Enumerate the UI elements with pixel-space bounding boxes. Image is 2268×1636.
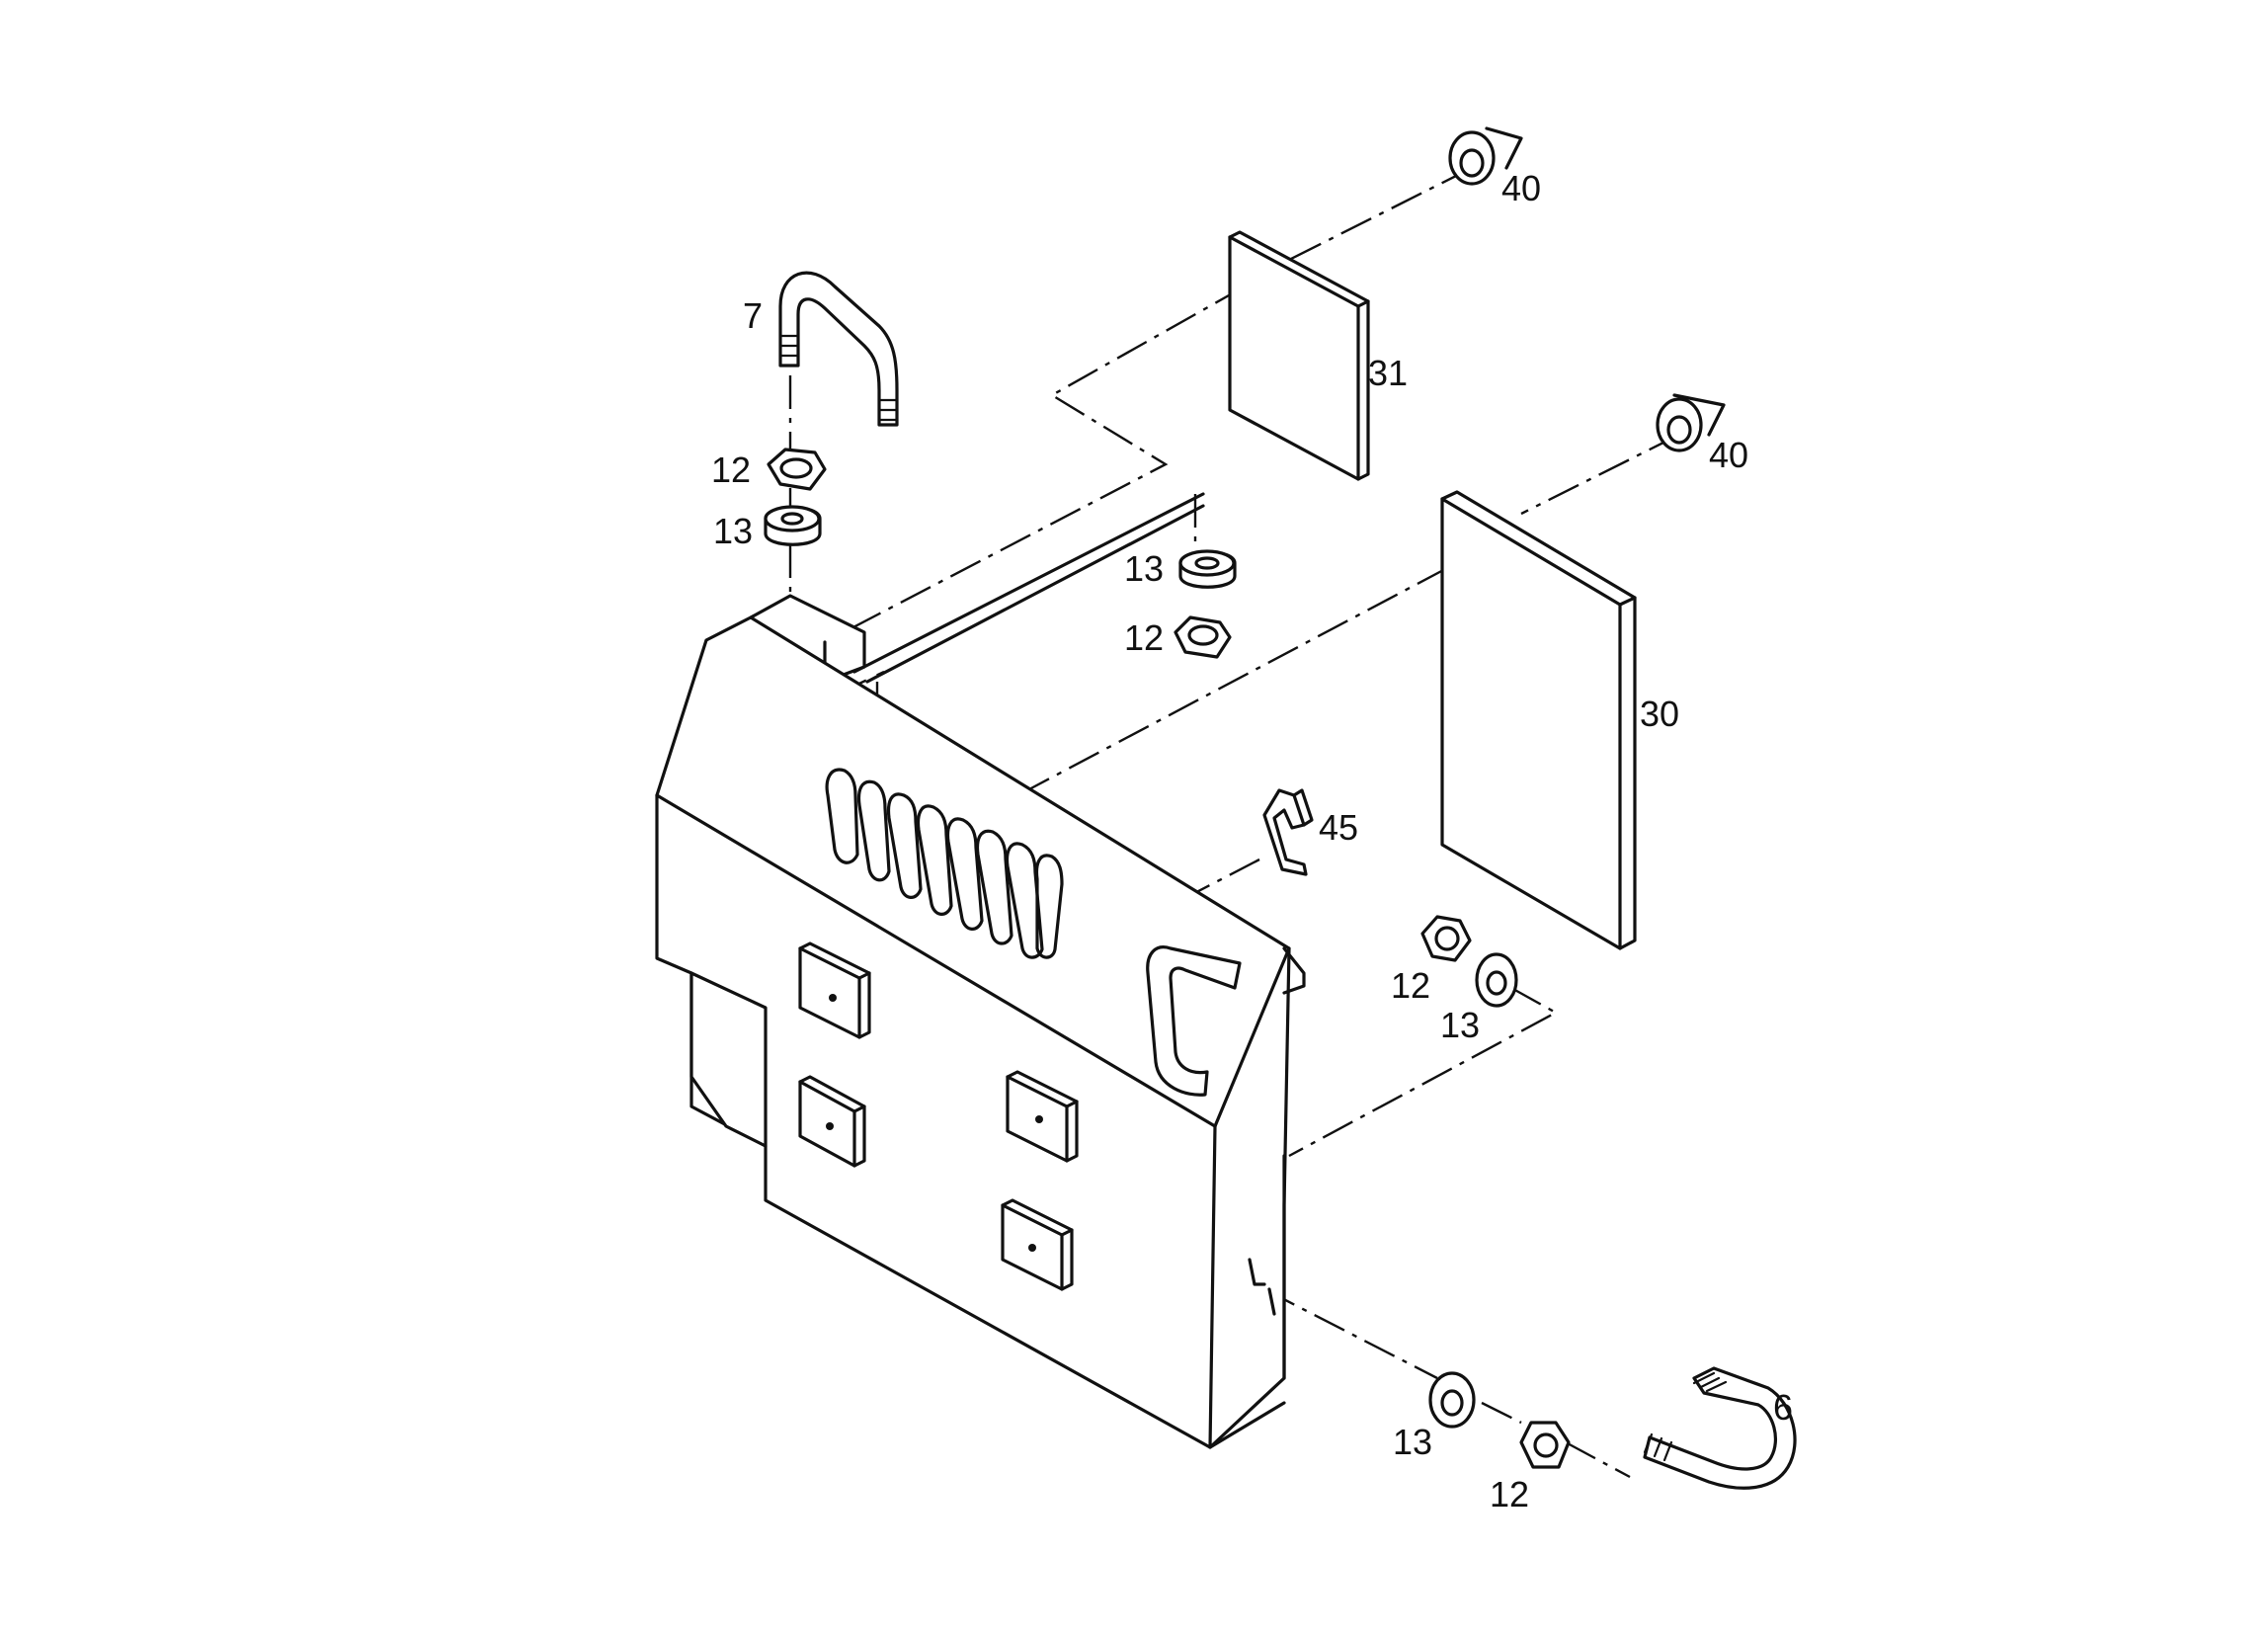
u-bolt-6 (1643, 1366, 1797, 1490)
washer-right (1475, 952, 1518, 1008)
u-bolt-7 (778, 271, 899, 427)
bumper-mid (1656, 393, 1726, 452)
label-washer-top: 13 (713, 511, 753, 551)
nut-bottom (1519, 1421, 1571, 1469)
label-pad-30: 30 (1640, 694, 1679, 734)
label-washer-right: 13 (1440, 1005, 1480, 1045)
pad-31 (1228, 230, 1370, 481)
label-washer-mid: 13 (1124, 548, 1164, 589)
housing-body (655, 492, 1306, 1449)
clip-45 (1262, 788, 1314, 876)
label-nut-bottom: 12 (1490, 1474, 1529, 1514)
label-nut-right: 12 (1391, 965, 1430, 1006)
bumper-top (1448, 126, 1523, 186)
nut-mid (1174, 615, 1232, 659)
pad-30 (1440, 490, 1637, 950)
vent-slots (825, 768, 1064, 959)
callout-labels: 7 12 13 13 12 31 30 40 40 45 12 13 13 12… (711, 168, 1793, 1514)
nut-right (1420, 915, 1472, 962)
label-bolt-top: 7 (743, 295, 763, 336)
label-bumper-mid: 40 (1709, 435, 1748, 475)
label-clip-45: 45 (1319, 807, 1358, 848)
label-nut-mid: 12 (1124, 617, 1164, 658)
label-washer-bottom: 13 (1393, 1422, 1432, 1462)
nut-top (767, 448, 827, 491)
label-bolt-bottom: 6 (1773, 1387, 1793, 1428)
mounting-pads (798, 941, 1276, 1316)
washer-bottom (1428, 1371, 1476, 1429)
label-bumper-top: 40 (1501, 168, 1541, 208)
washer-mid (1178, 549, 1237, 589)
handle (1146, 945, 1242, 1097)
label-pad-31: 31 (1368, 353, 1408, 393)
washer-top (764, 505, 822, 546)
label-nut-top: 12 (711, 450, 751, 490)
